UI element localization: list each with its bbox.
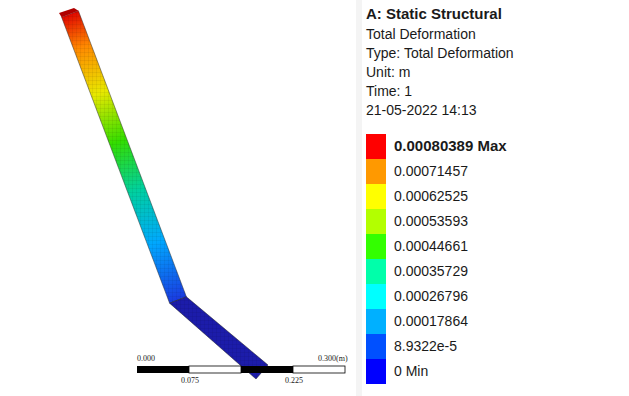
- legend-swatch: [366, 284, 386, 309]
- legend-value: 0.00062525: [394, 188, 468, 204]
- scale-bar: [293, 366, 345, 373]
- divider: [356, 0, 362, 396]
- legend-value: 0.00053593: [394, 213, 468, 229]
- legend-value: 0.00026796: [394, 288, 468, 304]
- beam-end: [59, 8, 78, 17]
- legend-value: 0.00071457: [394, 163, 468, 179]
- result-type: Type: Total Deformation: [366, 45, 514, 61]
- scale-bar: [189, 366, 241, 373]
- result-name: Total Deformation: [366, 26, 476, 42]
- viewport: [0, 0, 356, 396]
- legend-swatch: [366, 334, 386, 359]
- legend-swatch: [366, 159, 386, 184]
- legend-swatch: [366, 209, 386, 234]
- legend-swatch: [366, 359, 386, 384]
- result-time: Time: 1: [366, 83, 412, 99]
- legend-value: 8.9322e-5: [394, 338, 457, 354]
- legend-value: 0.00080389 Max: [394, 137, 507, 154]
- legend-swatch: [366, 309, 386, 334]
- result-date: 21-05-2022 14:13: [366, 102, 477, 118]
- result-title: A: Static Structural: [366, 5, 502, 22]
- legend-value: 0.00035729: [394, 263, 468, 279]
- legend-swatch: [366, 134, 386, 159]
- scale-label: 0.000: [137, 354, 155, 363]
- legend-swatch: [366, 259, 386, 284]
- legend-value: 0.00044661: [394, 238, 468, 254]
- scale-bar: [241, 366, 293, 373]
- beam-upper: [62, 11, 187, 303]
- legend-swatch: [366, 234, 386, 259]
- scale-label: 0.225: [285, 376, 303, 385]
- legend-value: 0.00017864: [394, 313, 468, 329]
- result-unit: Unit: m: [366, 64, 410, 80]
- scale-label: 0.300(m): [318, 354, 348, 363]
- scale-bar: [137, 366, 189, 373]
- legend-swatch: [366, 184, 386, 209]
- scale-label: 0.075: [181, 376, 199, 385]
- beam-mesh: [62, 11, 187, 303]
- legend-value: 0 Min: [394, 363, 428, 379]
